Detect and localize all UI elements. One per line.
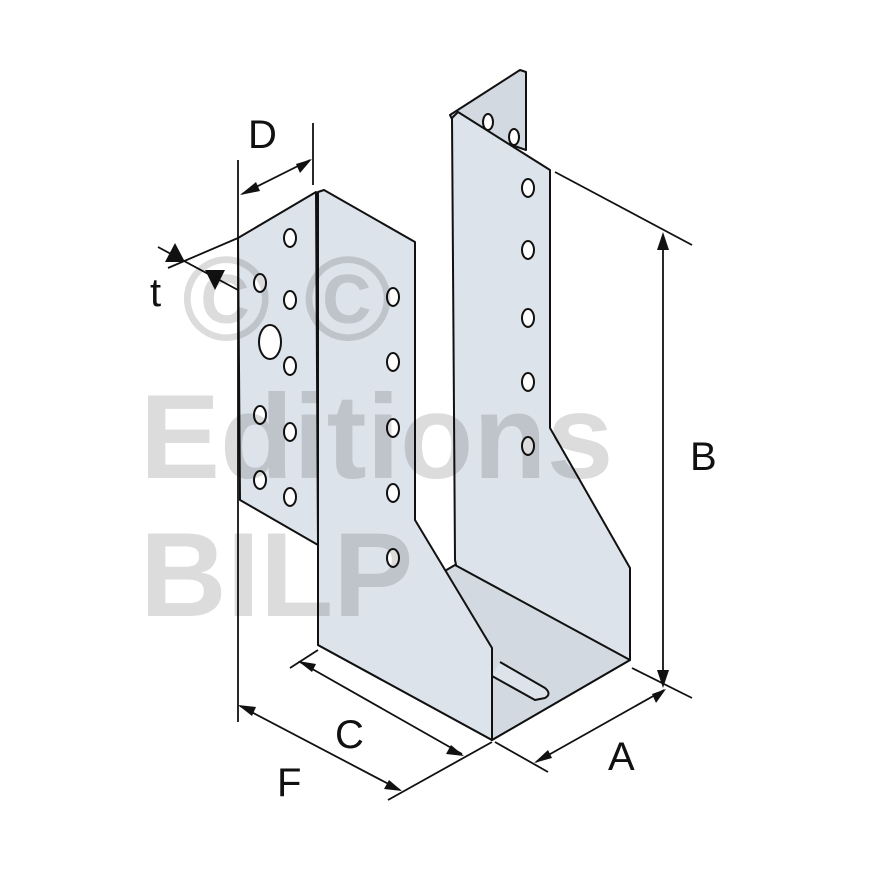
- dimension-lines: [157, 123, 693, 801]
- watermark-line1: Editions: [140, 370, 613, 504]
- watermark: © © Editions BILP: [140, 232, 613, 642]
- fixing-holes: [253, 113, 535, 568]
- dimension-labels: D t B A C F: [150, 113, 717, 805]
- watermark-symbols: © ©: [182, 232, 392, 366]
- label-c: C: [335, 713, 364, 757]
- label-t: t: [150, 271, 161, 315]
- label-f: F: [277, 761, 301, 805]
- label-d: D: [248, 113, 277, 157]
- label-b: B: [690, 435, 717, 479]
- hanger: [237, 69, 631, 741]
- left-wall: [317, 189, 493, 741]
- watermark-line2: BILP: [140, 508, 413, 642]
- label-a: A: [608, 735, 635, 779]
- base-slot: [491, 661, 550, 701]
